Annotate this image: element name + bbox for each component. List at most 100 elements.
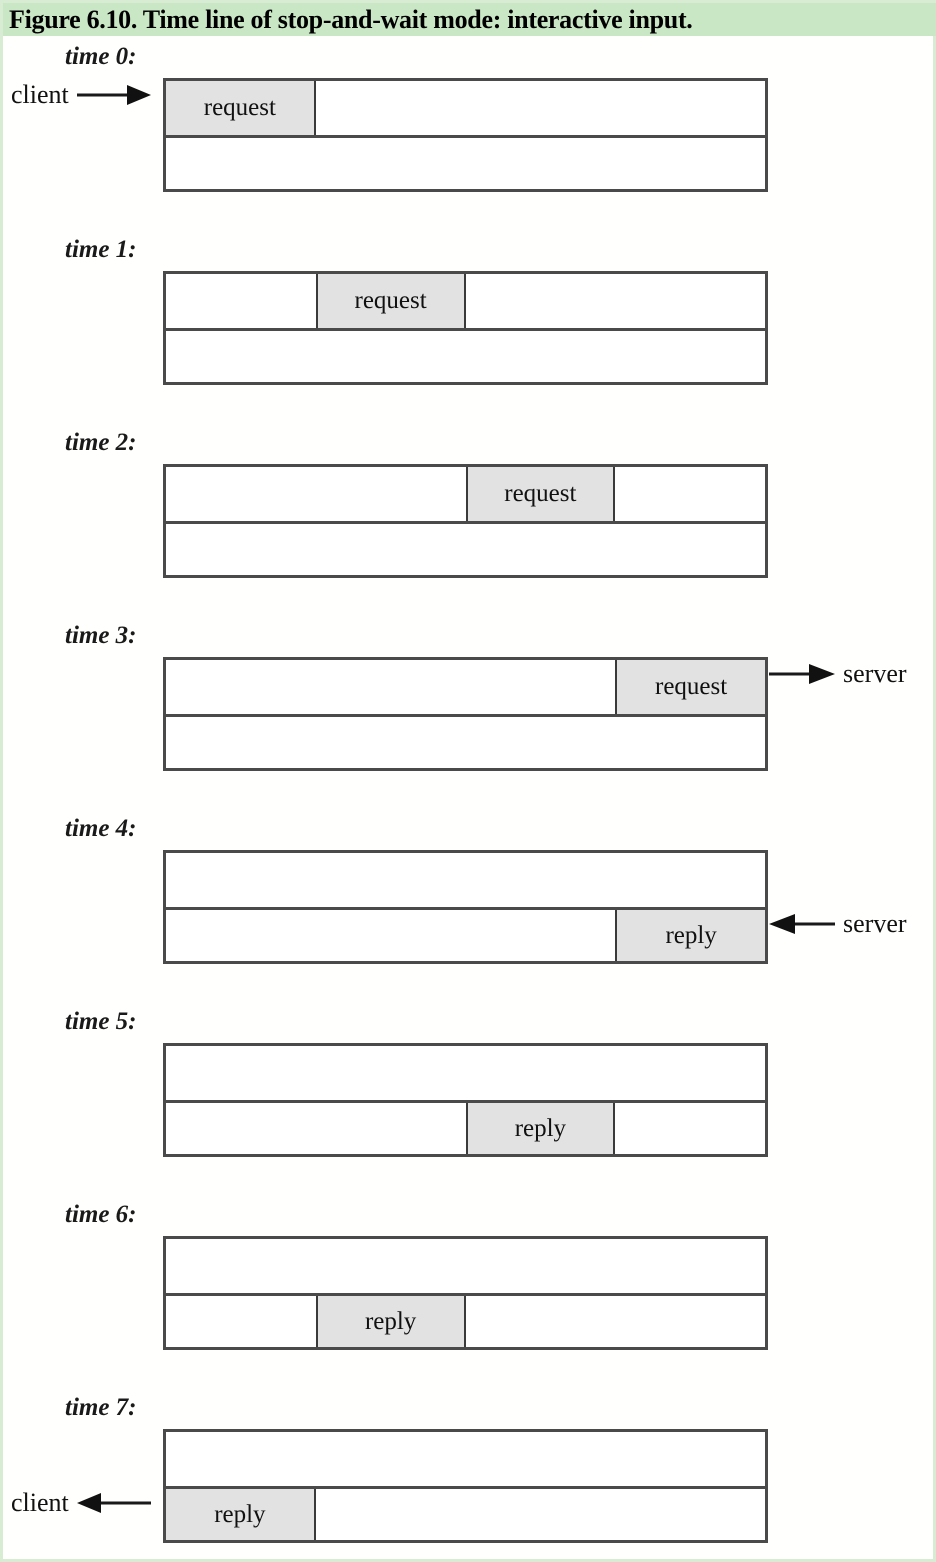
empty-cell [166,138,316,189]
packet-cell-request: request [615,660,765,714]
client-to-server-row: request [166,660,765,717]
time-step-label: time 5: [65,1008,137,1035]
time-step-block: time 3: request server [3,623,933,783]
empty-cell [466,1432,616,1486]
empty-cell [166,1296,316,1347]
pipe-frame: request [163,464,768,578]
empty-cell [466,138,616,189]
client-to-server-row [166,1239,765,1296]
server-to-client-row: reply [166,1103,765,1154]
empty-cell [316,1239,466,1293]
pipe-frame: request [163,271,768,385]
empty-cell [466,331,616,382]
empty-cell [466,717,616,768]
pipe-frame: reply [163,1429,768,1543]
empty-cell [316,467,466,521]
packet-cell-request: request [166,81,316,135]
time-step-label: time 6: [65,1201,137,1228]
client-to-server-row [166,1046,765,1103]
server-to-client-row [166,717,765,768]
client-to-server-row [166,853,765,910]
arrow-left-icon [76,1493,151,1513]
packet-cell-reply: reply [465,1103,616,1154]
empty-cell [166,274,316,328]
empty-cell [615,467,765,521]
server-to-client-row [166,138,765,189]
empty-cell [166,467,316,521]
time-step-label: time 7: [65,1394,137,1421]
time-step-label: time 1: [65,236,137,263]
client-to-server-row: request [166,81,765,138]
packet-cell-reply: reply [315,1296,466,1347]
endpoint-label-right: server [769,657,907,691]
empty-cell [615,1046,765,1100]
empty-cell [466,1296,616,1347]
packet-cell-request: request [315,274,466,328]
pipe-frame: reply [163,1236,768,1350]
empty-cell [466,910,616,961]
empty-cell [316,524,466,575]
server-to-client-row [166,331,765,382]
server-to-client-row: reply [166,1296,765,1347]
pipe-frame: request [163,78,768,192]
empty-cell [615,331,765,382]
empty-cell [615,274,765,328]
empty-cell [615,1103,765,1154]
empty-cell [466,1239,616,1293]
empty-cell [615,524,765,575]
empty-cell [466,81,616,135]
empty-cell [166,1432,316,1486]
empty-cell [166,1103,316,1154]
endpoint-name: server [843,909,907,938]
empty-cell [466,524,616,575]
client-to-server-row [166,1432,765,1489]
time-step-label: time 3: [65,622,137,649]
empty-cell [166,717,316,768]
endpoint-name: client [11,80,69,109]
client-to-server-row: request [166,274,765,331]
endpoint-name: server [843,659,907,688]
empty-cell [615,81,765,135]
empty-cell [466,853,616,907]
pipe-frame: request [163,657,768,771]
empty-cell [316,660,466,714]
empty-cell [316,1432,466,1486]
time-step-label: time 2: [65,429,137,456]
time-step-block: time 6: reply [3,1202,933,1362]
empty-cell [615,1239,765,1293]
empty-cell [166,1239,316,1293]
empty-cell [615,1489,765,1540]
packet-cell-reply: reply [615,910,765,961]
packet-cell-request: request [465,467,616,521]
time-step-block: time 5: reply [3,1009,933,1169]
packet-cell-reply: reply [166,1489,316,1540]
empty-cell [615,1296,765,1347]
empty-cell [166,331,316,382]
empty-cell [316,1103,466,1154]
empty-cell [466,1046,616,1100]
server-to-client-row [166,524,765,575]
empty-cell [166,1046,316,1100]
client-to-server-row: request [166,467,765,524]
endpoint-name: client [11,1488,69,1517]
endpoint-label-left: client [11,78,151,112]
arrow-right-icon [76,85,151,105]
empty-cell [316,81,466,135]
empty-cell [316,853,466,907]
arrow-right-icon [769,664,835,684]
endpoint-label-left: client [11,1486,151,1520]
pipe-frame: reply [163,850,768,964]
empty-cell [316,138,466,189]
time-step-block: time 2: request [3,430,933,590]
server-to-client-row: reply [166,1489,765,1540]
empty-cell [466,660,616,714]
empty-cell [166,910,316,961]
empty-cell [316,1489,466,1540]
empty-cell [615,1432,765,1486]
time-step-block: time 1: request [3,237,933,397]
arrow-left-icon [769,914,835,934]
